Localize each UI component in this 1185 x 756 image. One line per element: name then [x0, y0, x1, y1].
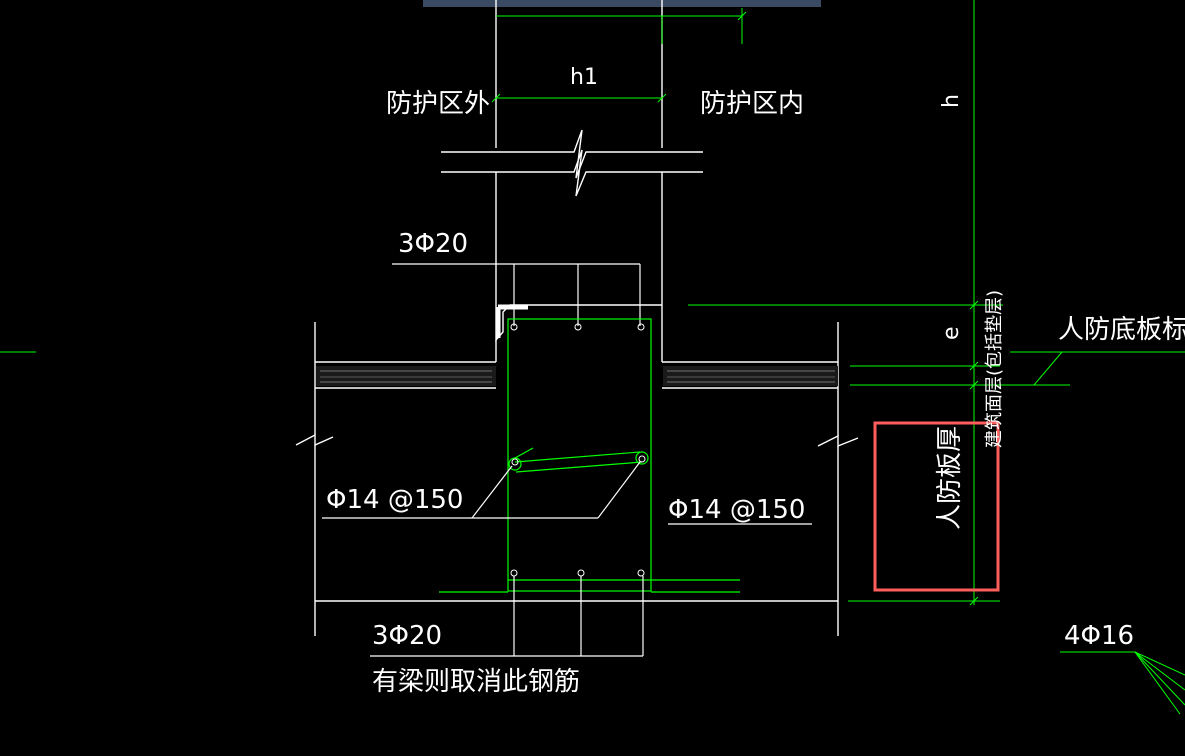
slab-rebar-lines: [439, 447, 740, 593]
stirrup: [507, 318, 652, 592]
top-dimension-lines: [491, 8, 747, 103]
top-rebar-leader: [392, 263, 641, 326]
floor-detail-label: 建筑面层(包括垫层): [984, 290, 1005, 448]
finish-layer-left: [316, 366, 496, 386]
finish-layer-right: [663, 366, 838, 386]
inside-zone-label: 防护区内: [700, 89, 804, 119]
top-toolbar-strip: [423, 0, 821, 7]
stirrup-left-label: Φ14 @150: [326, 485, 463, 515]
beam-outline: [495, 304, 663, 362]
stirrup-leaders: [322, 461, 812, 525]
top-rebar-label: 3Φ20: [398, 229, 468, 259]
right-dimension-lines: [0, 0, 1185, 606]
dim-h1-label: h1: [570, 65, 598, 90]
remove-note-label: 有梁则取消此钢筋: [372, 667, 580, 697]
side-rebar-leader: [1060, 651, 1185, 715]
outside-zone-label: 防护区外: [386, 89, 490, 119]
dim-h-label: h: [939, 94, 964, 108]
slab-left: [295, 322, 496, 636]
slab-thickness-label: 人防板厚: [935, 426, 965, 530]
wall-break-line: [441, 129, 703, 197]
finish-hatch-dots: [320, 370, 835, 383]
floor-elevation-label: 人防底板标高: [1058, 315, 1185, 345]
side-rebar-label: 4Φ16: [1064, 621, 1134, 651]
dim-e-label: e: [939, 326, 964, 340]
slab-right: [662, 322, 859, 636]
bottom-rebar-label: 3Φ20: [372, 621, 442, 651]
stirrup-right-label: Φ14 @150: [668, 495, 805, 525]
highlight-box[interactable]: [873, 421, 1000, 592]
rebar-dots: [510, 323, 646, 577]
bottom-rebar-leader: [370, 576, 644, 657]
